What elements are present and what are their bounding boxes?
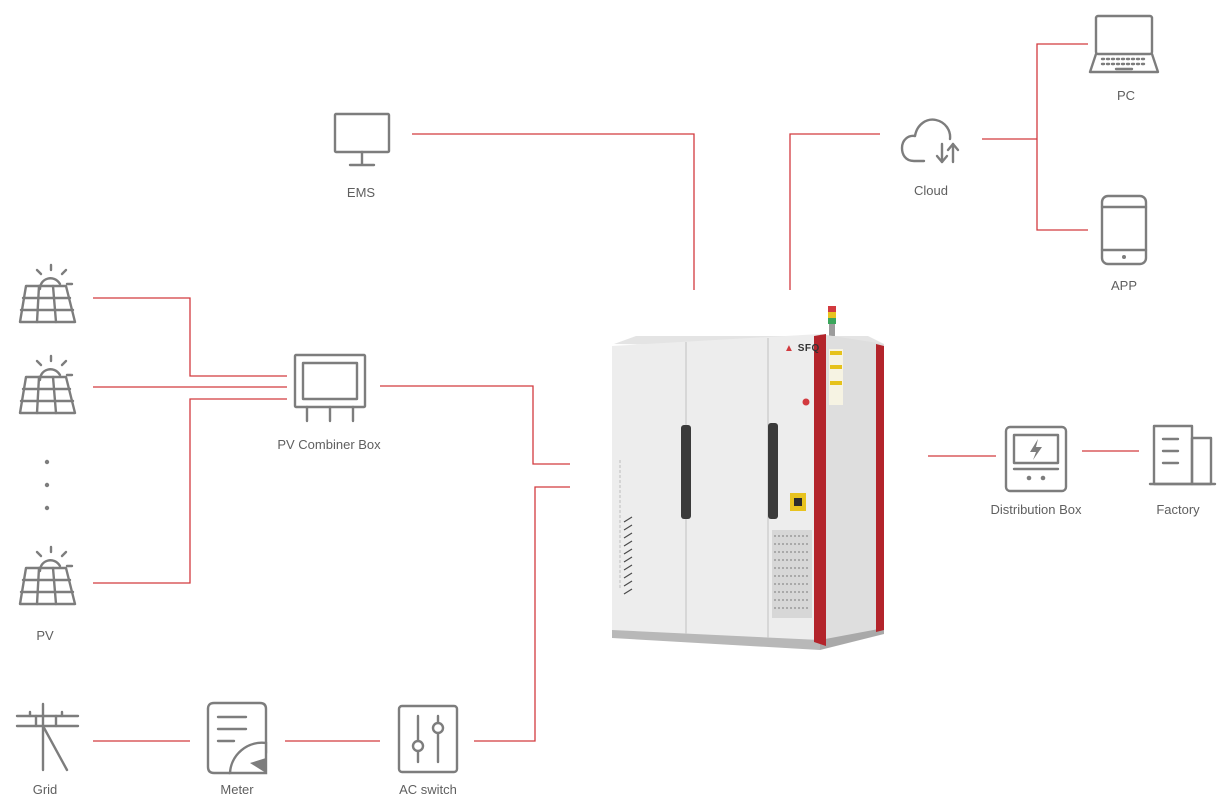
solar-panel-icon bbox=[18, 545, 77, 606]
label-distribution-box: Distribution Box bbox=[990, 502, 1082, 517]
factory-icon bbox=[1148, 424, 1217, 486]
solar-panel-icon bbox=[18, 354, 77, 415]
meter-icon bbox=[206, 701, 268, 775]
distribution-box-icon bbox=[1004, 425, 1068, 493]
label-meter: Meter bbox=[220, 782, 254, 797]
label-pc: PC bbox=[1116, 88, 1136, 103]
label-ac-switch: AC switch bbox=[399, 782, 457, 797]
wire-cabinet-cloud bbox=[789, 133, 880, 290]
cabinet-logo: ▲ SFQ bbox=[784, 343, 820, 354]
label-factory: Factory bbox=[1156, 502, 1200, 517]
connection-lines bbox=[93, 43, 1139, 742]
wire-ems-cabinet bbox=[412, 133, 695, 290]
cloud-sync-icon bbox=[900, 118, 960, 164]
label-app: APP bbox=[1110, 278, 1138, 293]
wire-combiner-cabinet bbox=[380, 385, 570, 465]
wire-pvn bbox=[93, 398, 287, 584]
combiner-box-icon bbox=[293, 353, 367, 423]
label-grid: Grid bbox=[32, 782, 58, 797]
wire-acswitch-cabinet bbox=[474, 486, 570, 742]
label-pv: PV bbox=[36, 628, 54, 643]
ac-switch-icon bbox=[397, 704, 459, 774]
monitor-icon bbox=[333, 112, 391, 167]
ellipsis-icon bbox=[44, 459, 50, 511]
energy-storage-cabinet bbox=[612, 306, 884, 650]
label-pv-combiner-box: PV Combiner Box bbox=[277, 437, 381, 452]
solar-panel-icon bbox=[18, 263, 77, 324]
power-tower-icon bbox=[15, 702, 80, 772]
laptop-icon bbox=[1088, 14, 1160, 74]
label-ems: EMS bbox=[346, 185, 376, 200]
wire-pc-branch bbox=[1036, 43, 1088, 231]
label-cloud: Cloud bbox=[914, 183, 948, 198]
tablet-icon bbox=[1100, 194, 1148, 266]
wire-pv1 bbox=[93, 297, 287, 377]
